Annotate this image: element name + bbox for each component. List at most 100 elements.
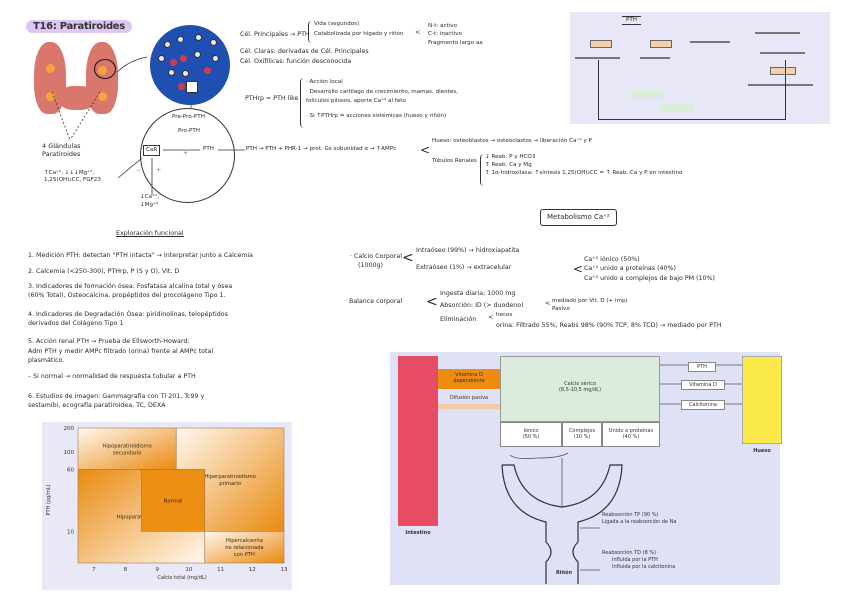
fraction-pct: (50 %) — [522, 434, 540, 440]
vit-d-label: dependiente — [453, 378, 485, 384]
serum-label: Calcio sérico — [564, 381, 596, 387]
plus-sign: + — [183, 150, 189, 157]
y-tick-label: 60 — [67, 468, 74, 474]
exploracion-item: Adm PTH y medir AMPc filtrado (orina) fr… — [28, 348, 214, 355]
fraction-label: Unido a proteínas — [608, 428, 654, 434]
chart-region — [204, 531, 285, 564]
rinon-label: Riñón — [555, 570, 573, 576]
reab-tp: Reabsorción TP (90 %) — [602, 512, 659, 518]
thyroid-label: 4 Glándulas Paratiroides — [42, 142, 81, 159]
gland-dot — [98, 92, 107, 101]
extra-item: Ca⁺² unido a complejos de bajo PM (10%) — [584, 275, 715, 282]
tubulos-item: ↑ 1α-hidroxilasa: ↑síntesis 1,25(OH)₂CC … — [485, 170, 683, 176]
absorcion-item: mediado por Vit. D (+ imp) — [552, 298, 628, 304]
hormone-pth: PTH — [688, 362, 716, 372]
chart-region-label: Hipoparatiroidismo — [102, 443, 151, 449]
reab-td-note: Influida por la calcitonina — [612, 564, 676, 570]
casr-box: CaR — [143, 145, 161, 156]
extraoseo: Extraóseo (1%) → extracelular — [416, 264, 512, 271]
chart-region-label: Normal — [164, 498, 183, 504]
exploracion-item: – Si normal → normalidad de respuesta tu… — [28, 373, 196, 380]
chart-ylabel: PTH (pg/mL) — [46, 484, 52, 516]
extra-item: Ca⁺² unido a proteínas (40%) — [584, 265, 676, 272]
pthrp-label: PTHrp = PTH like — [245, 95, 299, 102]
exploracion-item: 1. Medición PTH: detectan "PTH intacta" … — [28, 252, 253, 259]
fragment-nt: N-t: activo — [428, 23, 458, 29]
exploracion-item: 5. Acción renal PTH → Prueba de Ellswort… — [28, 338, 190, 345]
pth-vida: Vida (segundos) — [314, 21, 360, 27]
reab-td: Reabsorción TD (8 %) — [602, 550, 657, 556]
bracket: < — [545, 300, 551, 307]
fraction-label: Iónico — [523, 428, 539, 434]
hormone-calcitonina: Calcitonina — [681, 400, 725, 410]
vit-d-label: Vitamina D — [455, 372, 483, 378]
fraction-label: Complejos — [568, 428, 596, 434]
absorcion-item: Pasivo — [552, 306, 570, 312]
tubulos-item: ↑ Reab. Ca y Mg — [485, 162, 532, 168]
x-tick-label: 7 — [92, 567, 96, 573]
x-tick-label: 11 — [217, 567, 224, 573]
chart-region — [77, 427, 177, 470]
inhibitors-text: ↑Ca⁺², ↓↓↓Mg⁺², 1,25(OH)₂CC, FGF23 — [44, 170, 101, 183]
chart-region-label: Hiperparatiroidismo — [204, 474, 256, 480]
pthrp-item: · Si ↑PTHrp = acciones sistémicas (hueso… — [306, 113, 447, 119]
x-tick-label: 10 — [185, 567, 192, 573]
difusion-arrow — [438, 404, 500, 409]
calcio-corporal: · Calcio Corporal — [350, 253, 402, 260]
exploracion-item: 3. Indicadores de formación ósea: Fosfat… — [28, 283, 233, 290]
x-tick-label: 13 — [281, 567, 288, 573]
bracket: < — [402, 250, 414, 266]
intraoseo: Intraóseo (99%) → hidroxiapatita — [416, 247, 520, 254]
x-tick-label: 9 — [155, 567, 159, 573]
stimulator: ↓Ca⁺², — [140, 194, 159, 200]
thyroid-illustration — [34, 42, 119, 122]
bracket: < — [426, 294, 438, 310]
gland-dot — [46, 92, 55, 101]
x-tick-label: 8 — [124, 567, 128, 573]
vit-d-arrow: Vitamina D dependiente — [438, 369, 500, 389]
intestino-label: Intestino — [405, 530, 431, 536]
exploracion-item: sestamibi, ecografía paratiroidea, TC, D… — [28, 402, 166, 409]
exploracion-heading: Exploración funcional — [116, 230, 184, 237]
bracket: < — [488, 314, 494, 321]
pthrp-item: · Desarrollo cartílago de crecimiento, m… — [306, 89, 458, 95]
pthrp-item: · Acción local — [306, 79, 343, 85]
parathyroid-cells-illustration — [150, 25, 230, 105]
chart-region — [141, 469, 206, 532]
stimulator: ↓Mg⁺² — [140, 202, 159, 208]
fraction-proteinas: Unido a proteínas (40 %) — [602, 422, 660, 447]
balance-corporal: · Balance corporal — [345, 298, 403, 305]
fragment-ct: C-t: inactivo — [428, 31, 462, 37]
chart-region-label: no relacionada — [225, 545, 263, 551]
exploracion-item: 2. Calcemia (<250-300), PTHrp, P (S y O)… — [28, 268, 180, 275]
exploracion-item: derivados del Colágeno Tipo 1 — [28, 320, 124, 327]
difusion-label: Difusión pasiva — [449, 395, 489, 401]
fragment-long: Fragmento largo aa — [428, 40, 483, 46]
fraction-ionico: Iónico (50 %) — [500, 422, 562, 447]
hueso-effect: Hueso: osteoblastos → osteoclastos → lib… — [432, 138, 592, 144]
receptor-chain: PTH → PTH + PHR-1 → prot. Gs subunidad α… — [246, 146, 397, 152]
branch-bracket: < — [420, 143, 431, 157]
pth-node: PTH — [203, 146, 214, 152]
pro-pth: Pro-PTH — [178, 128, 200, 134]
exploracion-item: 6. Estudios de imagen: Gammagrafía con T… — [28, 393, 205, 400]
cells-oxifilicas: Cél. Oxifílicas: función desconocida — [240, 58, 352, 65]
hueso-label: Hueso — [753, 448, 771, 454]
chart-xlabel: Calcio total (mg/dL) — [157, 575, 207, 581]
pth-synthesis-cycle — [140, 108, 235, 203]
top-right-pth-label: PTH — [622, 16, 641, 25]
chart-region-label: secundario — [113, 450, 142, 456]
tubulos-item: ↓ Reab. P y HCO3 — [485, 154, 536, 160]
bracket: < — [573, 262, 584, 276]
tubulos-label: Túbulos Renales — [432, 158, 477, 164]
pth-catabolism: Catabolizada por hígado y riñón — [314, 31, 404, 37]
serum-range: (8,5-10,5 mg/dL) — [558, 387, 602, 393]
exploracion-item: plasmático. — [28, 357, 65, 364]
y-tick-label: 10 — [67, 529, 74, 535]
chart-region-label: primario — [219, 481, 241, 487]
eliminacion: Eliminación — [440, 316, 477, 323]
minus-sign: − — [136, 167, 142, 174]
gland-dot — [46, 64, 55, 73]
fraction-complejos: Complejos (10 %) — [562, 422, 602, 447]
